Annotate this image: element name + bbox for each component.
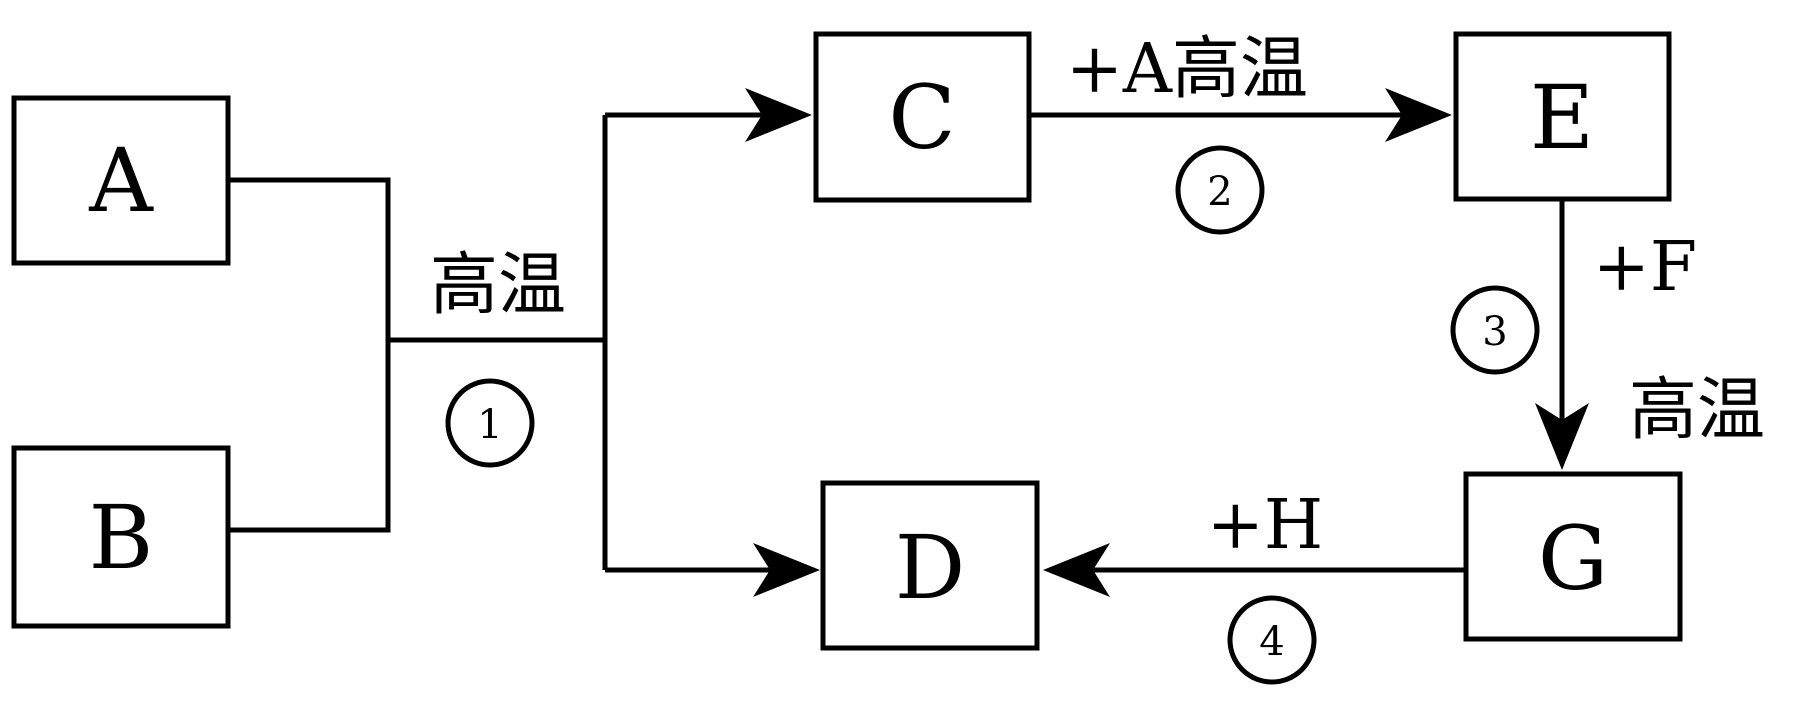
step-2-label: 2: [1207, 169, 1232, 215]
arrow-to-g: [1535, 403, 1589, 470]
node-g-label: G: [1538, 507, 1608, 610]
node-c-label: C: [888, 66, 955, 169]
edge-r2: +A高温 2: [1029, 30, 1452, 235]
step-1-label: 1: [477, 402, 502, 448]
edge-r1: 高温 1: [228, 88, 820, 597]
arrow-g-to-d: [1043, 543, 1110, 597]
step-3-label: 3: [1482, 309, 1507, 355]
edge-r2-reagent-condition: +A高温: [1066, 30, 1308, 109]
node-a: A: [11, 95, 231, 266]
node-e-label: E: [1530, 66, 1594, 169]
edge-r3-reagent: +F: [1593, 228, 1697, 307]
edge-r4: +H 4: [1043, 486, 1466, 685]
node-b-label: B: [89, 486, 154, 589]
arrow-to-d: [753, 543, 820, 597]
edge-r3: +F 高温 3: [1450, 199, 1765, 470]
node-c: C: [813, 31, 1032, 203]
step-3-circle: [1450, 285, 1540, 375]
step-4-label: 4: [1259, 619, 1284, 665]
edge-r2-condition: 高温: [1172, 30, 1308, 109]
arrow-to-c: [745, 88, 812, 142]
node-d: D: [820, 480, 1040, 651]
edge-r4-reagent: +H: [1207, 486, 1323, 565]
arrow-to-e: [1385, 88, 1452, 142]
node-g: G: [1463, 471, 1683, 642]
edge-r1-bracket: [228, 177, 391, 533]
node-b: B: [11, 445, 231, 629]
edge-r3-condition: 高温: [1629, 371, 1765, 450]
step-4-circle: [1227, 595, 1317, 685]
edge-r1-condition: 高温: [430, 246, 566, 325]
edge-r2-reagent: +A: [1066, 30, 1173, 109]
node-a-label: A: [88, 129, 154, 232]
step-1-circle: [445, 378, 535, 468]
node-d-label: D: [895, 516, 966, 619]
step-2-circle: [1175, 145, 1265, 235]
node-e: E: [1453, 31, 1672, 202]
